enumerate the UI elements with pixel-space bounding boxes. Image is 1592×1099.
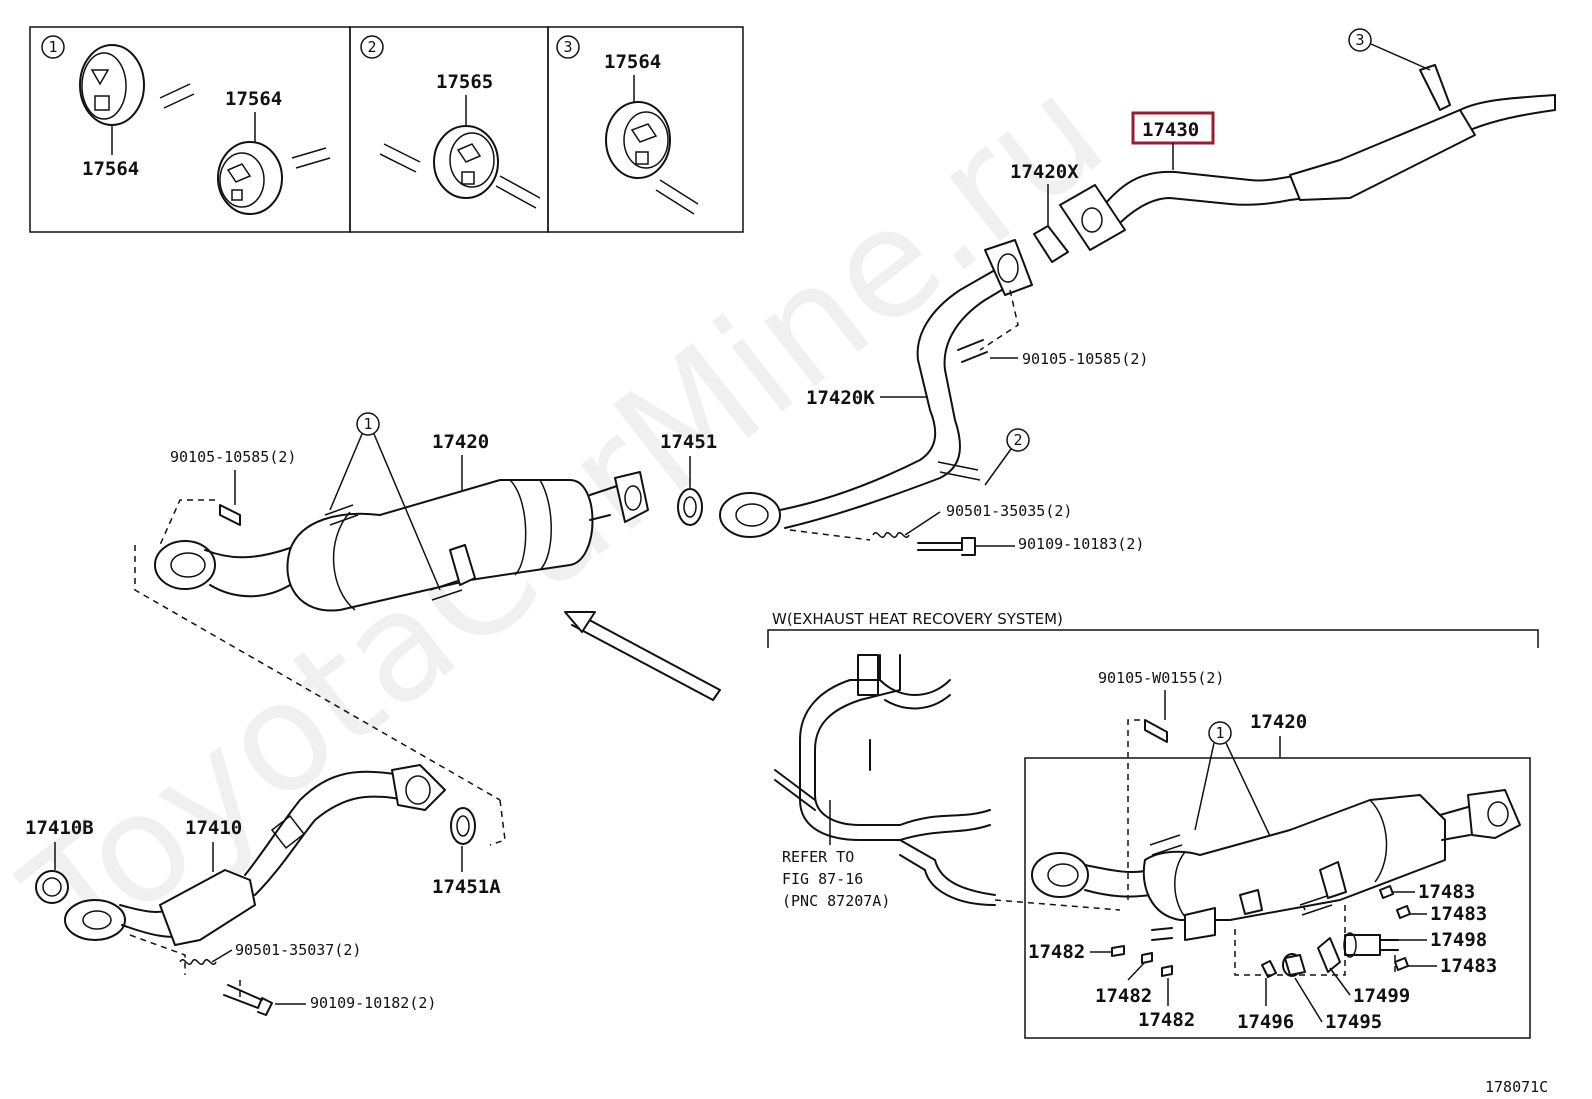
label-17483-b: 17483 [1430, 903, 1487, 925]
assembly-arrow [571, 614, 721, 701]
heat-recovery-frame [1024, 757, 1531, 1039]
label-90501-35037: 90501-35037(2) [235, 941, 361, 959]
label-17495: 17495 [1325, 1011, 1382, 1033]
inset-2-marker: 2 [367, 38, 376, 56]
label-17483-a: 17483 [1418, 881, 1475, 903]
figure-id: 178071C [1485, 1078, 1548, 1096]
label-90105-W0155: 90105-W0155(2) [1098, 669, 1224, 687]
marker-3: 3 [1355, 31, 1364, 49]
converter-17420 [154, 471, 649, 612]
label-17410B: 17410B [25, 817, 94, 839]
marker-2: 2 [1013, 431, 1022, 449]
inset-1-label-b: 17564 [225, 88, 282, 110]
label-17482-a: 17482 [1028, 941, 1085, 963]
label-17430: 17430 [1142, 119, 1199, 141]
refer-line-1: REFER TO [782, 848, 854, 866]
inset-3-label: 17564 [604, 51, 661, 73]
inset-3-marker: 3 [563, 38, 572, 56]
heat-recovery-converter [1031, 789, 1521, 941]
coolant-hoses [774, 654, 1121, 911]
label-17420X: 17420X [1010, 161, 1079, 183]
inset-1-marker: 1 [48, 38, 57, 56]
marker-1: 1 [363, 415, 372, 433]
inset-box-3: 3 17564 [547, 26, 744, 233]
label-17420: 17420 [432, 431, 489, 453]
refer-line-3: (PNC 87207A) [782, 892, 890, 910]
front-pipe-17410 [64, 764, 446, 946]
label-17483-c: 17483 [1440, 955, 1497, 977]
label-17420K: 17420K [806, 387, 875, 409]
label-17498: 17498 [1430, 929, 1487, 951]
label-17420-hr: 17420 [1250, 711, 1307, 733]
label-17451: 17451 [660, 431, 717, 453]
label-90109-10182: 90109-10182(2) [310, 994, 436, 1012]
inset-box-2: 2 17565 [349, 26, 549, 233]
small-parts-hr [1111, 885, 1411, 978]
refer-line-2: FIG 87-16 [782, 870, 863, 888]
label-17482-c: 17482 [1138, 1009, 1195, 1031]
inset-2-label: 17565 [436, 71, 493, 93]
label-90105-10585-a: 90105-10585(2) [1022, 350, 1148, 368]
label-17410: 17410 [185, 817, 242, 839]
label-17496: 17496 [1237, 1011, 1294, 1033]
label-17482-b: 17482 [1095, 985, 1152, 1007]
inset-box-1: 1 17564 17564 [29, 26, 351, 233]
arrow-head [564, 611, 596, 633]
inset-1-label-a: 17564 [82, 158, 139, 180]
pipe-17420K [719, 239, 1033, 538]
label-90109-10183: 90109-10183(2) [1018, 535, 1144, 553]
heat-recovery-bracket [767, 629, 1539, 648]
label-90105-10585-b: 90105-10585(2) [170, 448, 296, 466]
marker-1-hr: 1 [1215, 724, 1224, 742]
tail-pipe-17430 [1033, 64, 1556, 263]
label-17499: 17499 [1353, 985, 1410, 1007]
label-90501-35035: 90501-35035(2) [946, 502, 1072, 520]
label-17451A: 17451A [432, 876, 501, 898]
heat-recovery-title: W(EXHAUST HEAT RECOVERY SYSTEM) [772, 610, 1063, 628]
